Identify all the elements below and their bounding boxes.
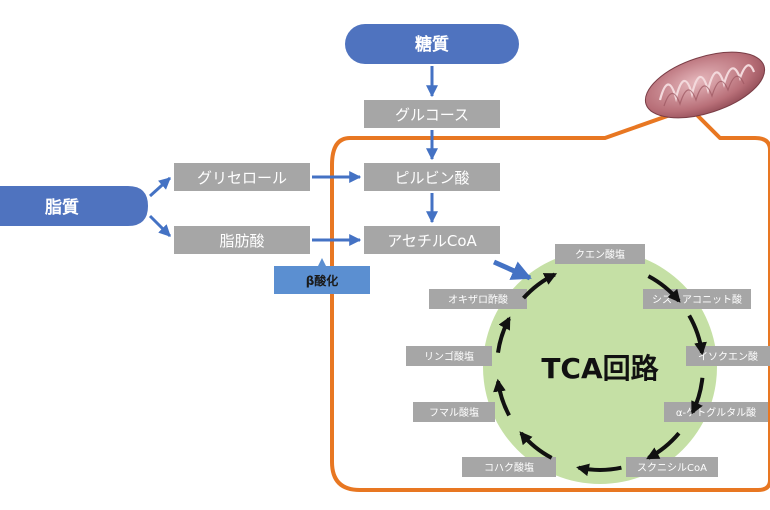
beta-oxidation-label: β酸化	[306, 273, 339, 288]
tca-node-fumarate: フマル酸塩	[413, 402, 495, 422]
glucose-node: グルコース	[364, 100, 500, 128]
tca-label-malate: リンゴ酸塩	[424, 350, 474, 363]
tca-node-malate: リンゴ酸塩	[406, 346, 492, 366]
fatty-acid-node: 脂肪酸	[174, 226, 310, 254]
beta-oxidation-callout: β酸化	[274, 258, 370, 294]
tca-label-oxaloacetate: オキザロ酢酸	[448, 293, 508, 306]
glycerol-node: グリセロール	[174, 163, 310, 191]
lipid-label: 脂質	[45, 197, 79, 218]
mitochondrion-boundary	[330, 106, 770, 492]
glucose-label: グルコース	[395, 106, 469, 124]
tca-cycle-arrow-7	[493, 378, 511, 417]
tca-node-citrate: クエン酸塩	[555, 244, 645, 264]
tca-label-isocitrate: イソクエン酸	[698, 350, 758, 363]
tca-cycle-arrow-1	[647, 274, 681, 303]
tca-label-citrate: クエン酸塩	[575, 248, 625, 261]
glycerol-label: グリセロール	[197, 169, 287, 187]
tca-node-isocitrate: イソクエン酸	[686, 346, 770, 366]
arrow-lipid-to-fatty-acid	[148, 214, 172, 238]
tca-node-oxaloacetate: オキザロ酢酸	[429, 289, 527, 309]
tca-cycle-arrows	[493, 272, 707, 477]
sugar-label: 糖質	[415, 34, 449, 55]
pyruvate-node: ピルビン酸	[364, 163, 500, 191]
tca-node-succinyl-coa: スクニシルCoA	[626, 457, 718, 477]
tca-cycle-arrow-8	[496, 316, 511, 354]
tca-label-succinate: コハク酸塩	[484, 461, 534, 474]
sugar-node: 糖質	[345, 24, 519, 64]
fatty-acid-label: 脂肪酸	[219, 232, 264, 250]
tca-cycle-arrow-2	[687, 314, 707, 356]
tca-cycle-arrow-4	[646, 431, 681, 460]
tca-node-succinate: コハク酸塩	[462, 457, 556, 477]
tca-node-alpha-ketoglutarate: α-ケトグルタル酸	[664, 402, 768, 422]
arrow-acetyl-to-tca	[492, 259, 532, 281]
pyruvate-label: ピルビン酸	[394, 169, 469, 187]
acetyl-coa-label: アセチルCoA	[387, 232, 477, 250]
mitochondria-icon	[644, 51, 766, 119]
tca-label-cis-aconitate: シス・アコニット酸	[652, 293, 742, 306]
pathway-arrows	[148, 66, 532, 281]
tca-label-alpha-ketoglutarate: α-ケトグルタル酸	[676, 406, 756, 419]
acetyl-coa-node: アセチルCoA	[364, 226, 500, 254]
tca-cycle-arrow-5	[576, 463, 622, 477]
tca-cycle-arrow-3	[690, 377, 705, 415]
tca-cycle-arrow-9	[522, 272, 558, 300]
arrow-lipid-to-glycerol	[148, 176, 172, 198]
tca-center-label: TCA回路	[541, 352, 659, 385]
tca-node-cis-aconitate: シス・アコニット酸	[643, 289, 751, 309]
tca-label-fumarate: フマル酸塩	[429, 406, 479, 419]
lipid-node: 脂質	[0, 186, 148, 226]
tca-label-succinyl-coa: スクニシルCoA	[637, 462, 707, 474]
tca-cycle-arrow-6	[519, 431, 553, 460]
